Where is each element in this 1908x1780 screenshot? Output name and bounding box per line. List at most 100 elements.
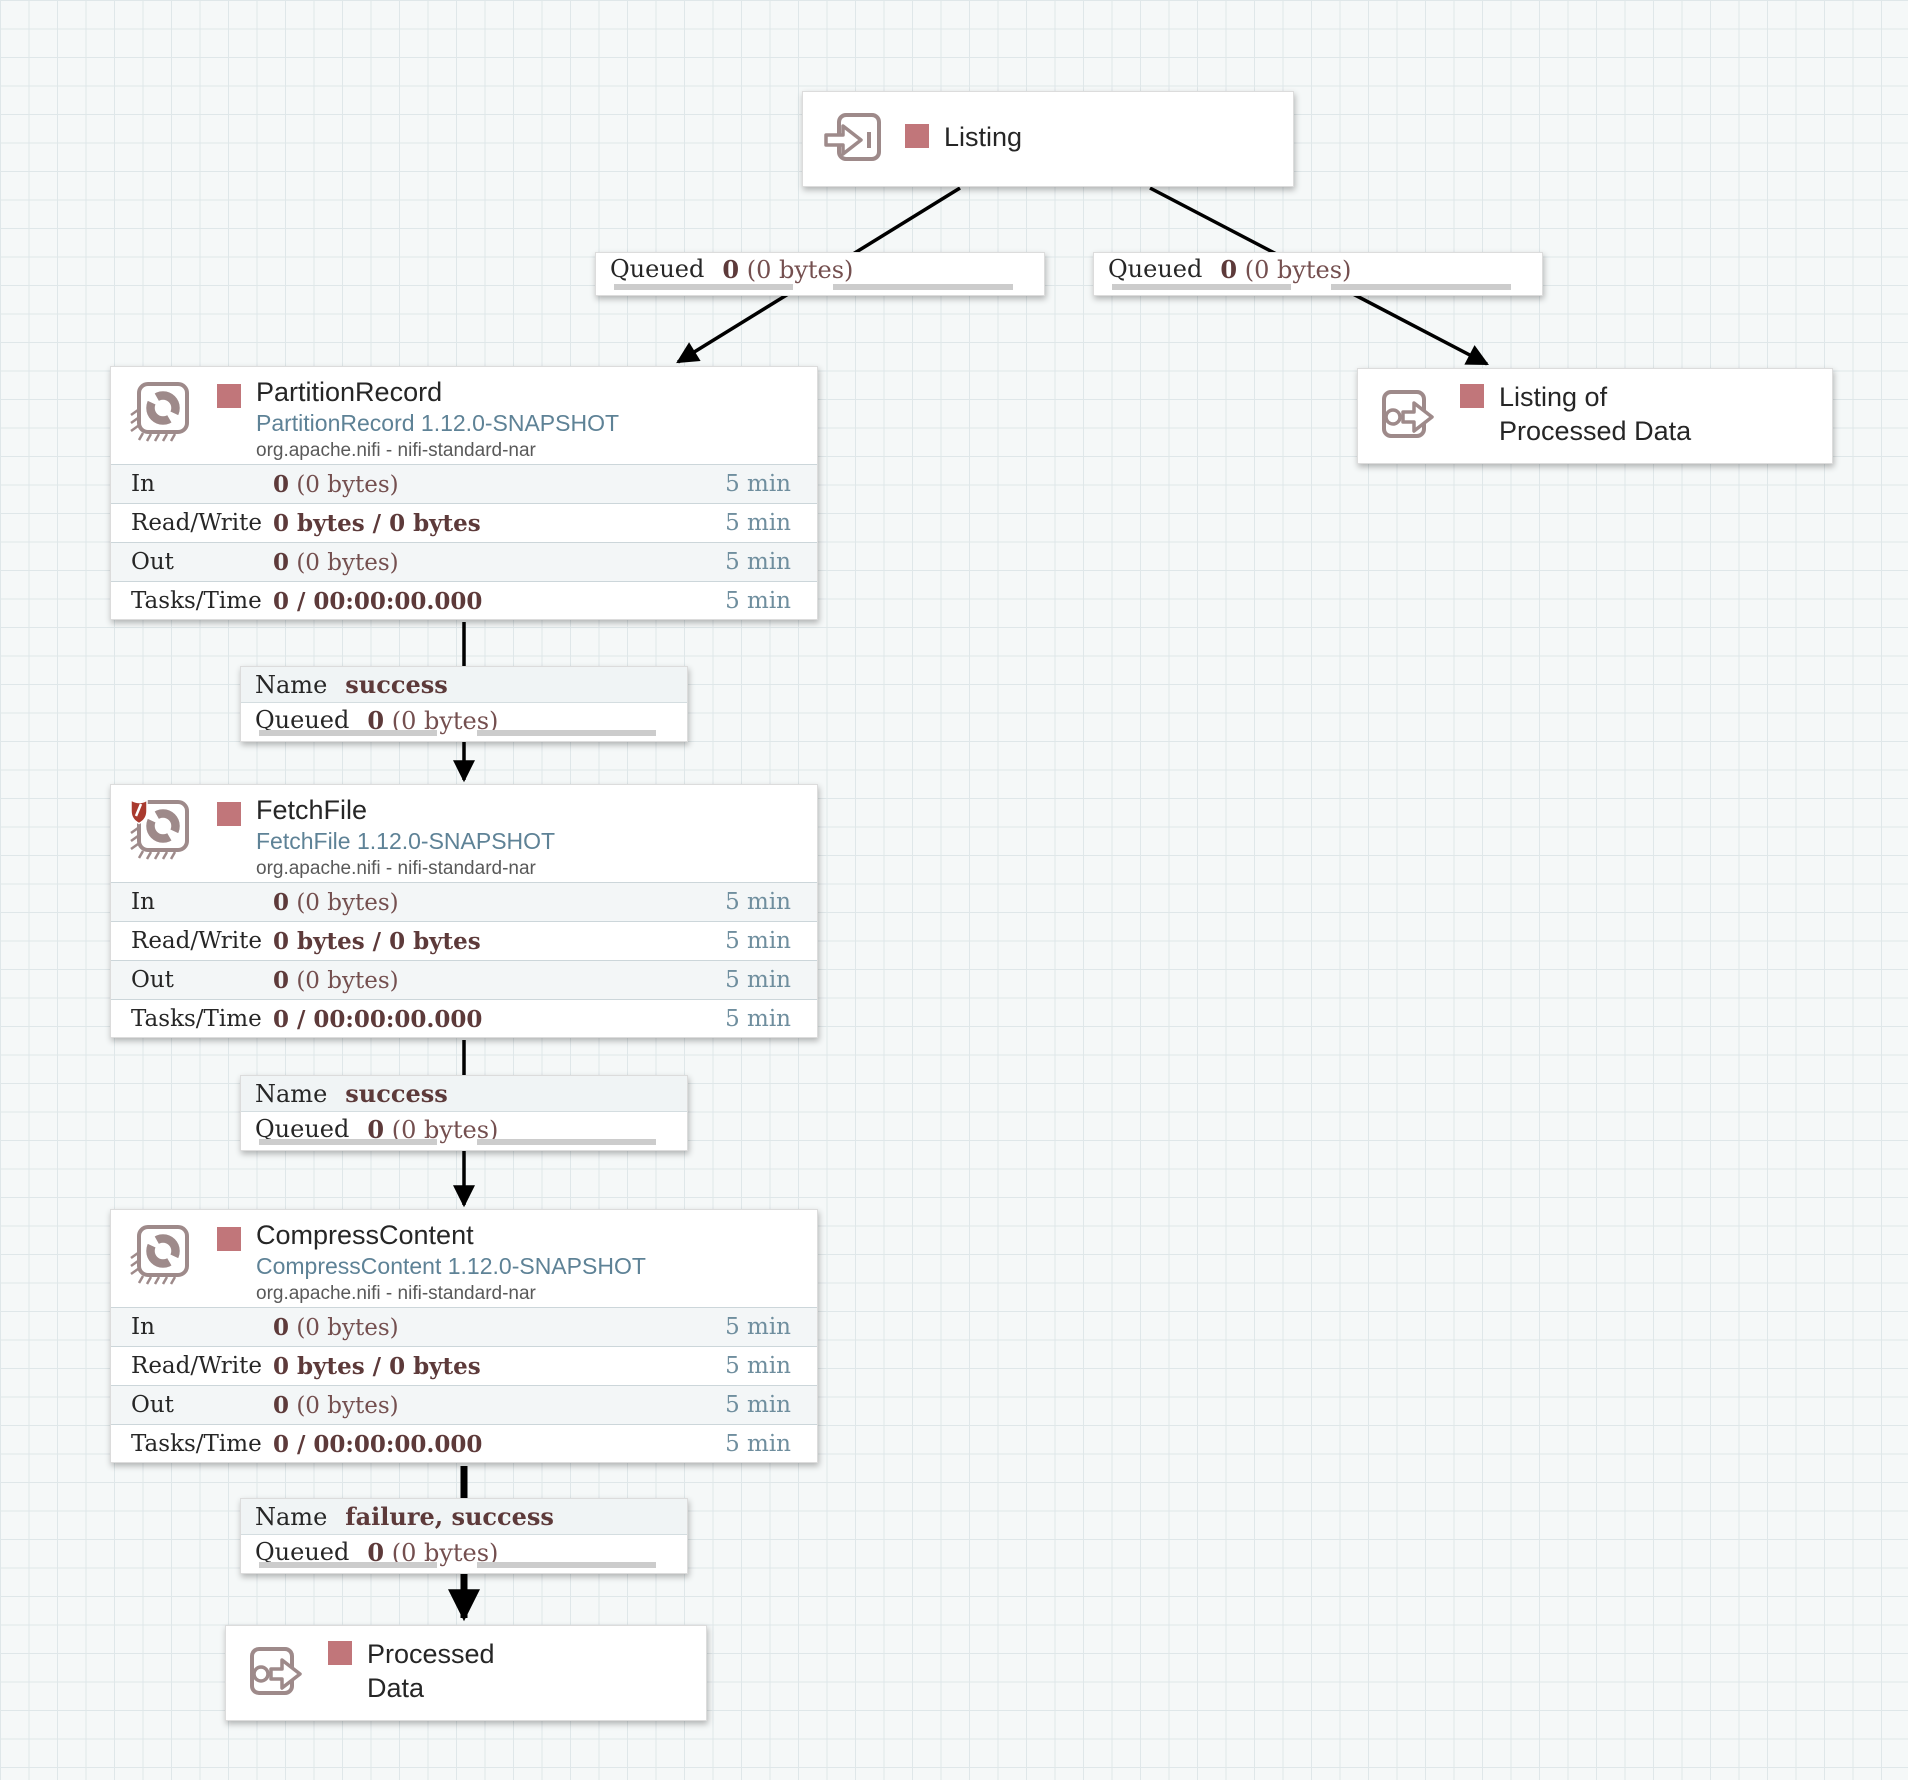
- stat-value: 0 bytes / 0 bytes: [273, 509, 481, 537]
- stat-label: In: [131, 471, 155, 497]
- run-state-stopped-icon: [1460, 384, 1484, 408]
- stat-value: 0: [273, 1391, 290, 1419]
- stat-value: 0 / 00:00:00.000: [273, 1005, 483, 1033]
- stat-value-detail: (0 bytes): [296, 471, 399, 498]
- output-port-icon: [1382, 390, 1434, 438]
- run-state-stopped-icon: [217, 1227, 241, 1251]
- connection-name-value: failure, success: [345, 1502, 554, 1531]
- output-port-listing-of-processed-data[interactable]: Listing of Processed Data: [1357, 368, 1833, 464]
- queued-count: 0: [367, 1114, 385, 1144]
- output-port-processed-data[interactable]: Processed Data: [225, 1625, 707, 1721]
- stat-row: Tasks/Time 0 / 00:00:00.000 5 min: [111, 999, 817, 1038]
- stat-period: 5 min: [725, 471, 791, 497]
- queue-percent-bars: [241, 1139, 687, 1145]
- processor-type: PartitionRecord 1.12.0-SNAPSHOT: [256, 410, 620, 436]
- connection-label[interactable]: Queued 0 (0 bytes): [1093, 252, 1543, 296]
- queued-label: Queued: [1108, 255, 1203, 283]
- processor-name: FetchFile: [256, 795, 368, 825]
- port-name-line1: Processed: [367, 1639, 495, 1669]
- processor-stats: In 0 (0 bytes) 5 min Read/Write 0 bytes …: [111, 882, 817, 1038]
- stat-value: 0: [273, 888, 290, 916]
- queued-label: Queued: [255, 706, 350, 734]
- stat-label: Out: [131, 967, 174, 993]
- processor-icon: [130, 382, 189, 442]
- port-name-line1: Listing of: [1499, 382, 1608, 412]
- queue-percent-bars: [596, 284, 1044, 290]
- connection-label[interactable]: Queued 0 (0 bytes): [595, 252, 1045, 296]
- port-name-line2: Data: [367, 1673, 425, 1703]
- stat-row: In 0 (0 bytes) 5 min: [111, 464, 817, 503]
- queued-count: 0: [367, 705, 385, 735]
- stat-value: 0 / 00:00:00.000: [273, 587, 483, 615]
- stat-row: Read/Write 0 bytes / 0 bytes 5 min: [111, 503, 817, 542]
- stat-row: Tasks/Time 0 / 00:00:00.000 5 min: [111, 1424, 817, 1463]
- stat-value-detail: (0 bytes): [296, 889, 399, 916]
- processor-icon: [130, 798, 189, 860]
- run-state-stopped-icon: [217, 384, 241, 408]
- processor-bundle: org.apache.nifi - nifi-standard-nar: [256, 1283, 536, 1304]
- stat-label: In: [131, 889, 155, 915]
- stat-row: In 0 (0 bytes) 5 min: [111, 882, 817, 921]
- stat-value: 0: [273, 548, 290, 576]
- stat-value-detail: (0 bytes): [296, 1314, 399, 1341]
- output-port-icon: [250, 1647, 302, 1695]
- stat-period: 5 min: [725, 1431, 791, 1457]
- processor-type: FetchFile 1.12.0-SNAPSHOT: [256, 828, 556, 854]
- run-state-stopped-icon: [217, 802, 241, 826]
- stat-label: Read/Write: [131, 1353, 262, 1379]
- queued-label: Queued: [255, 1115, 350, 1143]
- processor-bundle: org.apache.nifi - nifi-standard-nar: [256, 858, 536, 879]
- processor-type: CompressContent 1.12.0-SNAPSHOT: [256, 1253, 646, 1279]
- connection-label[interactable]: Name success Queued 0 (0 bytes): [240, 666, 688, 742]
- processor-partitionrecord[interactable]: PartitionRecord PartitionRecord 1.12.0-S…: [110, 366, 818, 620]
- queue-percent-bars: [241, 1562, 687, 1568]
- stat-row: Out 0 (0 bytes) 5 min: [111, 542, 817, 581]
- run-state-stopped-icon: [328, 1641, 352, 1665]
- stat-label: Out: [131, 1392, 174, 1418]
- connection-label[interactable]: Name failure, success Queued 0 (0 bytes): [240, 1498, 688, 1574]
- stat-value: 0: [273, 470, 290, 498]
- input-port-icon: [824, 113, 881, 161]
- stat-label: Tasks/Time: [131, 1431, 262, 1457]
- processor-fetchfile[interactable]: FetchFile FetchFile 1.12.0-SNAPSHOT org.…: [110, 784, 818, 1038]
- stat-value: 0 bytes / 0 bytes: [273, 927, 481, 955]
- connection-name-value: success: [345, 670, 448, 699]
- stat-label: Tasks/Time: [131, 1006, 262, 1032]
- processor-name: PartitionRecord: [256, 377, 443, 407]
- queued-size: (0 bytes): [1244, 255, 1352, 284]
- queued-size: (0 bytes): [391, 706, 499, 735]
- run-state-stopped-icon: [905, 124, 929, 148]
- stat-label: Tasks/Time: [131, 588, 262, 614]
- input-port-listing[interactable]: Listing: [802, 91, 1294, 187]
- connection-label[interactable]: Name success Queued 0 (0 bytes): [240, 1075, 688, 1151]
- stat-period: 5 min: [725, 588, 791, 614]
- stat-value-detail: (0 bytes): [296, 967, 399, 994]
- stat-row: Read/Write 0 bytes / 0 bytes 5 min: [111, 921, 817, 960]
- queue-percent-bars: [241, 730, 687, 736]
- connection-name-label: Name: [255, 1502, 328, 1531]
- connection-name-label: Name: [255, 1079, 328, 1108]
- queued-count: 0: [1220, 254, 1238, 284]
- stat-period: 5 min: [725, 1353, 791, 1379]
- stat-row: Out 0 (0 bytes) 5 min: [111, 1385, 817, 1424]
- processor-stats: In 0 (0 bytes) 5 min Read/Write 0 bytes …: [111, 464, 817, 620]
- stat-value: 0: [273, 966, 290, 994]
- stat-value: 0 bytes / 0 bytes: [273, 1352, 481, 1380]
- stat-period: 5 min: [725, 1314, 791, 1340]
- stat-period: 5 min: [725, 889, 791, 915]
- stat-period: 5 min: [725, 928, 791, 954]
- processor-compresscontent[interactable]: CompressContent CompressContent 1.12.0-S…: [110, 1209, 818, 1463]
- stat-row: Tasks/Time 0 / 00:00:00.000 5 min: [111, 581, 817, 620]
- stat-value: 0 / 00:00:00.000: [273, 1430, 483, 1458]
- queued-size: (0 bytes): [391, 1115, 499, 1144]
- stat-period: 5 min: [725, 549, 791, 575]
- queued-label: Queued: [610, 255, 705, 283]
- stat-label: Out: [131, 549, 174, 575]
- processor-name: CompressContent: [256, 1220, 474, 1250]
- stat-label: In: [131, 1314, 155, 1340]
- queued-size: (0 bytes): [391, 1538, 499, 1567]
- queue-percent-bars: [1094, 284, 1542, 290]
- stat-period: 5 min: [725, 510, 791, 536]
- processor-stats: In 0 (0 bytes) 5 min Read/Write 0 bytes …: [111, 1307, 817, 1463]
